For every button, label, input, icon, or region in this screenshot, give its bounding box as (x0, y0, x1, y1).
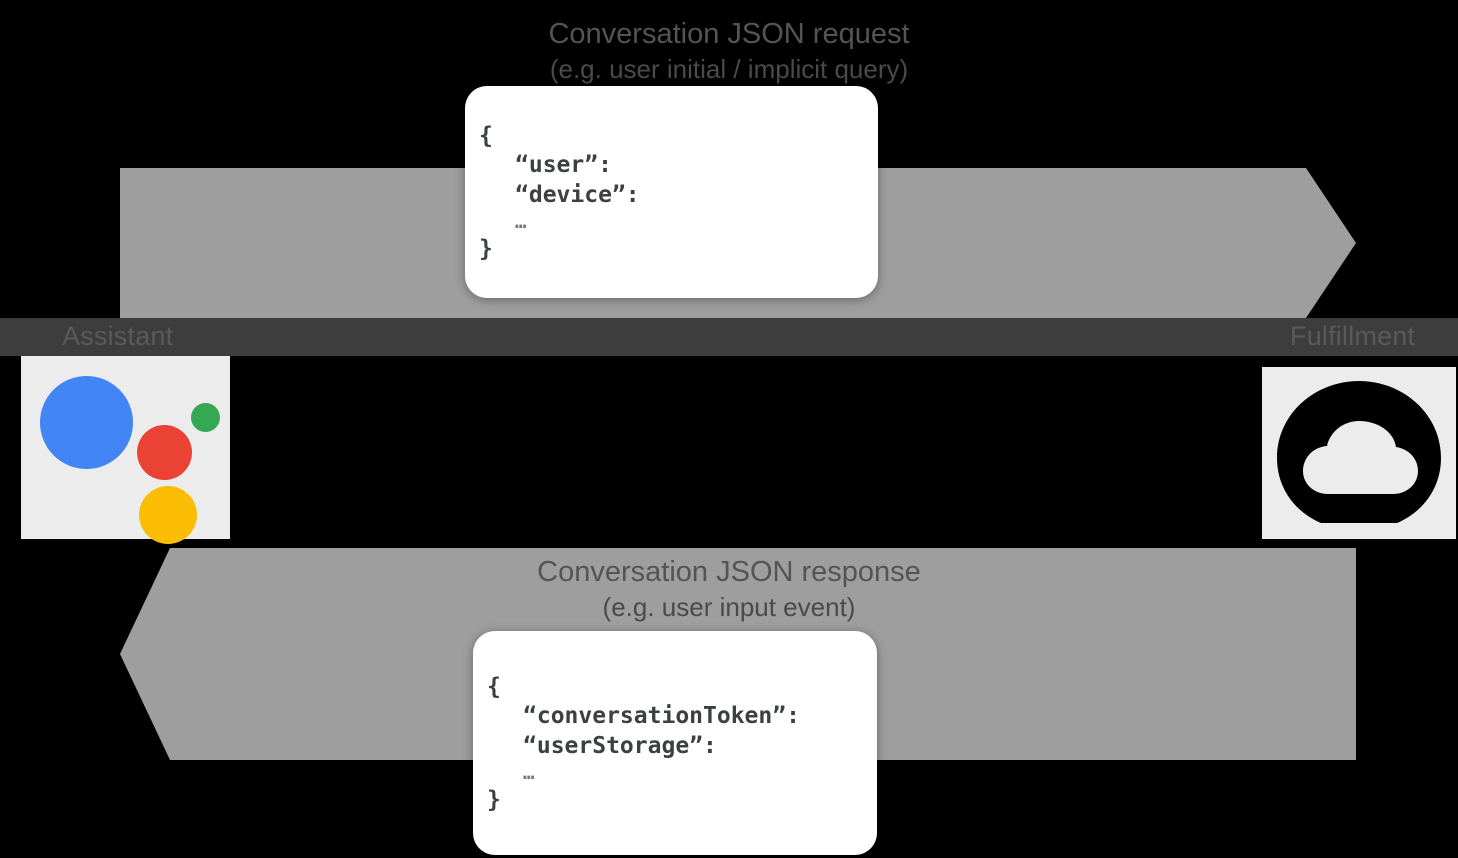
json-ellipsis: … (515, 211, 529, 234)
response-title: Conversation JSON response (537, 556, 921, 588)
response-arrow-head (120, 548, 170, 760)
request-json-card: { “user”: “device”: … } (465, 86, 878, 298)
assistant-yellow-dot-icon (139, 486, 197, 544)
json-open-brace: { (487, 674, 501, 700)
assistant-red-dot-icon (137, 425, 192, 480)
cloud-icon (1277, 381, 1441, 523)
response-json-card: { “conversationToken”: “userStorage”: … … (473, 631, 877, 855)
json-close-brace: } (487, 786, 501, 813)
json-close-brace: } (479, 235, 493, 262)
response-subtitle: (e.g. user input event) (602, 592, 856, 622)
json-open-brace: { (479, 123, 493, 149)
request-subtitle: (e.g. user initial / implicit query) (549, 54, 909, 84)
request-arrow-head (1306, 168, 1356, 318)
center-divider-strip (0, 318, 1458, 356)
response-caption: Conversation JSON response (e.g. user in… (0, 554, 1458, 624)
assistant-green-dot-icon (191, 403, 220, 432)
request-title: Conversation JSON request (548, 18, 910, 50)
assistant-node[interactable] (21, 356, 230, 544)
request-caption: Conversation JSON request (e.g. user ini… (0, 16, 1458, 86)
assistant-label: Assistant (62, 321, 174, 351)
json-ellipsis: … (523, 762, 537, 785)
json-key-device: “device”: (515, 181, 640, 208)
fulfillment-node[interactable] (1262, 367, 1456, 539)
json-key-conversation-token: “conversationToken”: (523, 703, 800, 730)
json-key-user: “user”: (515, 152, 612, 179)
assistant-blue-dot-icon (40, 376, 133, 469)
json-key-user-storage: “userStorage”: (523, 732, 717, 759)
fulfillment-label: Fulfillment (1290, 321, 1416, 351)
